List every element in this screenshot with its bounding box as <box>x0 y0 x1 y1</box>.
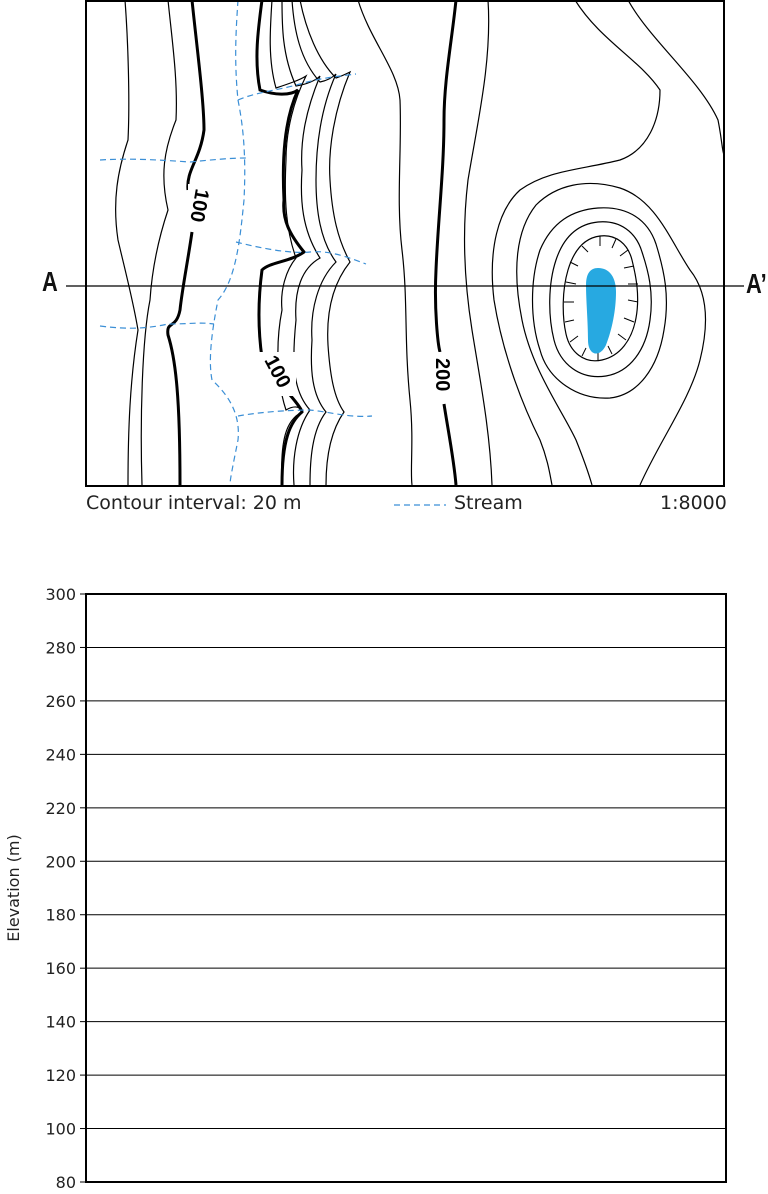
contour-map: 100 100 200 <box>66 0 744 487</box>
lake <box>586 268 616 354</box>
elevation-profile-grid: 300 280 260 240 220 200 180 160 140 120 100 80 Elev… <box>4 585 727 1192</box>
map-scale: 1:8000 <box>660 492 727 514</box>
map-frame <box>85 0 725 487</box>
section-start-label: A <box>42 266 58 297</box>
contour-label-200: 200 <box>431 358 453 391</box>
contour-lines <box>115 0 725 486</box>
index-contours <box>166 0 458 486</box>
y-tick-label: 220 <box>45 799 76 818</box>
contour-interval-text: Contour interval: 20 m <box>86 492 302 514</box>
y-tick-label: 120 <box>45 1066 76 1085</box>
y-tick-label: 240 <box>45 745 76 764</box>
section-end-label: A’ <box>746 268 767 299</box>
y-tick-label: 140 <box>45 1013 76 1032</box>
y-tick-label: 160 <box>45 959 76 978</box>
depression-hachures <box>564 236 639 360</box>
y-tick-label: 300 <box>45 585 76 604</box>
profile-frame <box>85 593 727 1183</box>
y-axis-label: Elevation (m) <box>4 834 23 941</box>
grid-lines <box>80 593 726 1183</box>
y-tick-label: 200 <box>45 852 76 871</box>
y-tick-label: 180 <box>45 906 76 925</box>
y-tick-label: 280 <box>45 638 76 657</box>
y-tick-label: 80 <box>56 1173 76 1192</box>
y-tick-labels: 300 280 260 240 220 200 180 160 140 120 100 80 <box>45 585 76 1192</box>
stream-legend-swatch <box>394 504 446 506</box>
stream-legend-label: Stream <box>454 492 523 514</box>
y-tick-label: 100 <box>45 1120 76 1139</box>
streams <box>99 0 373 486</box>
y-tick-label: 260 <box>45 692 76 711</box>
